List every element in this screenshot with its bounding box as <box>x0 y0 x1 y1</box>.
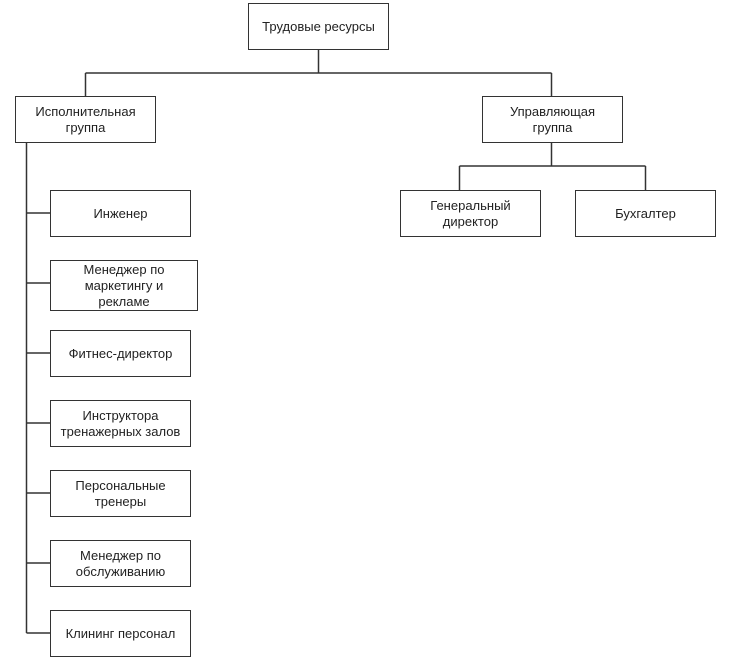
node-labor-resources: Трудовые ресурсы <box>248 3 389 50</box>
node-engineer: Инженер <box>50 190 191 237</box>
node-label: Клининг персонал <box>65 625 176 641</box>
node-general-director: Генеральный директор <box>400 190 541 237</box>
node-gym-instructors: Инструктора тренажерных залов <box>50 400 191 447</box>
node-label: Фитнес-директор <box>68 345 173 361</box>
node-label: Генеральный директор <box>430 197 511 229</box>
node-executive-group: Исполнительная группа <box>15 96 156 143</box>
node-accountant: Бухгалтер <box>575 190 716 237</box>
node-label: Бухгалтер <box>615 205 676 221</box>
node-label: Трудовые ресурсы <box>262 18 375 34</box>
node-label: Персональные тренеры <box>75 477 166 509</box>
node-label: Инженер <box>93 205 148 221</box>
node-label: Инструктора тренажерных залов <box>60 407 181 439</box>
node-label: Менеджер по обслуживанию <box>75 547 166 579</box>
node-label: Управляющая группа <box>509 103 596 135</box>
node-label: Исполнительная группа <box>35 103 136 135</box>
node-label: Менеджер по маркетингу и рекламе <box>83 261 165 309</box>
node-marketing-manager: Менеджер по маркетингу и рекламе <box>50 260 198 311</box>
node-service-manager: Менеджер по обслуживанию <box>50 540 191 587</box>
node-fitness-director: Фитнес-директор <box>50 330 191 377</box>
node-cleaning-staff: Клининг персонал <box>50 610 191 657</box>
node-personal-trainers: Персональные тренеры <box>50 470 191 517</box>
node-management-group: Управляющая группа <box>482 96 623 143</box>
